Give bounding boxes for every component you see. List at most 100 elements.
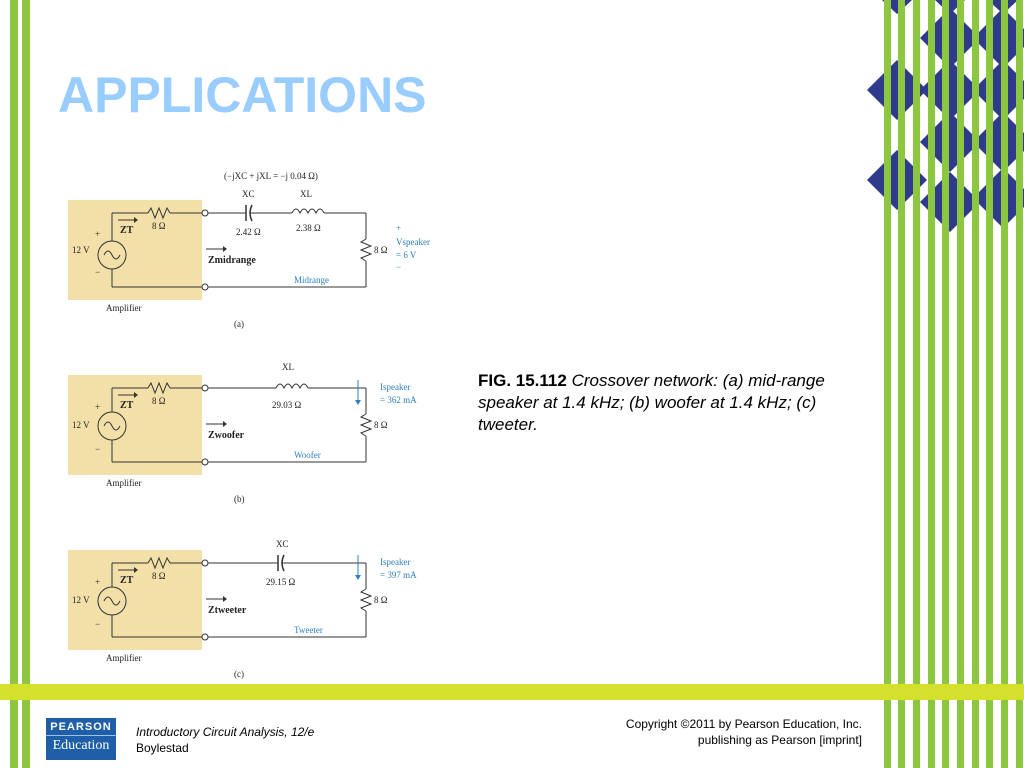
figure-number: FIG. 15.112 [478, 371, 567, 390]
load-value: 8 Ω [374, 595, 388, 605]
z-arrowhead [223, 596, 227, 602]
sine-wave-icon [103, 250, 121, 260]
load-resistor-symbol [359, 238, 373, 262]
source-voltage: 12 V [72, 245, 90, 255]
speaker-label: Woofer [294, 450, 321, 460]
amplifier-box [68, 375, 202, 475]
right-stripe [1001, 0, 1008, 768]
meas-value: = 397 mA [380, 570, 417, 580]
minus-sign: − [95, 619, 100, 629]
load-resistor-symbol [359, 588, 373, 612]
resistor-symbol [147, 206, 171, 220]
resistor-symbol [147, 381, 171, 395]
xc-label: XC [276, 539, 289, 549]
xl-value: 2.38 Ω [296, 223, 321, 233]
right-stripe [942, 0, 949, 768]
plus-sign: + [95, 402, 100, 412]
figure-tag: (c) [234, 669, 244, 679]
inductor-symbol [275, 383, 309, 390]
terminal-node [201, 458, 209, 466]
amplifier-box [68, 200, 202, 300]
zt-label: ZT [120, 225, 134, 236]
minus-sign: − [95, 267, 100, 277]
diamond-shape [867, 60, 927, 120]
terminal-node [201, 559, 209, 567]
logo-divider [46, 735, 116, 736]
speaker-label: Midrange [294, 275, 329, 285]
source-resistor-value: 8 Ω [152, 396, 166, 406]
sine-wave-icon [103, 596, 121, 606]
right-stripe [972, 0, 979, 768]
meas-label: Ispeaker [380, 557, 410, 567]
diamond-shape [867, 150, 927, 210]
right-decoration [867, 0, 1024, 768]
right-stripe [1016, 0, 1023, 768]
meas-minus: − [396, 262, 401, 272]
speaker-label: Tweeter [294, 625, 323, 635]
terminal-node [201, 384, 209, 392]
figure-description: Crossover network: (a) mid-range speaker… [478, 371, 825, 434]
amplifier-label: Amplifier [106, 653, 142, 663]
right-stripe [913, 0, 920, 768]
plus-sign: + [95, 229, 100, 239]
terminal-node [201, 283, 209, 291]
zt-arrowhead [134, 217, 138, 223]
sine-wave-icon [103, 421, 121, 431]
left-stripe-2 [22, 0, 30, 768]
xc-value: 29.15 Ω [266, 577, 296, 587]
amplifier-label: Amplifier [106, 478, 142, 488]
slide-title: APPLICATIONS [58, 67, 427, 123]
source-voltage: 12 V [72, 595, 90, 605]
source-voltage: 12 V [72, 420, 90, 430]
copyright-line-2: publishing as Pearson [imprint] [697, 733, 862, 747]
right-stripe [986, 0, 993, 768]
zt-label: ZT [120, 400, 134, 411]
meas-plus: + [396, 223, 401, 233]
right-stripe [928, 0, 935, 768]
pearson-logo: PEARSON Education [46, 718, 116, 760]
logo-bottom-text: Education [52, 738, 110, 753]
right-stripe [898, 0, 905, 768]
figure-caption: FIG. 15.112 Crossover network: (a) mid-r… [478, 370, 858, 436]
load-value: 8 Ω [374, 420, 388, 430]
terminal-node [201, 633, 209, 641]
book-title: Introductory Circuit Analysis, 12/e [136, 725, 315, 739]
source-resistor-value: 8 Ω [152, 571, 166, 581]
book-author: Boylestad [136, 741, 189, 755]
meas-label: Ispeaker [380, 382, 410, 392]
meas-value: = 6 V [396, 250, 417, 260]
green-stripes [884, 0, 1023, 768]
amplifier-box [68, 550, 202, 650]
current-arrowhead [355, 575, 361, 580]
zt-arrowhead [134, 392, 138, 398]
source-resistor-value: 8 Ω [152, 221, 166, 231]
diamond-shape [973, 8, 1024, 68]
zt-label: ZT [120, 575, 134, 586]
xc-value: 2.42 Ω [236, 227, 261, 237]
circuit-b-woofer: XL ZT 8 Ω + 12 V − Zwoofer 29.03 Ω 8 Ω I… [68, 362, 417, 504]
logo-top-text: PEARSON [50, 721, 112, 733]
minus-sign: − [95, 444, 100, 454]
figure-tag: (a) [234, 319, 244, 329]
diamond-shape [973, 60, 1024, 120]
z-arrowhead [223, 246, 227, 252]
copyright: Copyright ©2011 by Pearson Education, In… [626, 716, 862, 748]
zt-arrowhead [134, 567, 138, 573]
load-resistor-symbol [359, 413, 373, 437]
current-arrowhead [355, 400, 361, 405]
meas-label: Vspeaker [396, 237, 430, 247]
meas-value: = 362 mA [380, 395, 417, 405]
xl-label: XL [300, 189, 312, 199]
plus-sign: + [95, 577, 100, 587]
xc-label: XC [242, 189, 255, 199]
figure-tag: (b) [234, 494, 245, 504]
amplifier-label: Amplifier [106, 303, 142, 313]
right-stripe [884, 0, 891, 768]
circuit-c-tweeter: XC ZT 8 Ω + 12 V − Ztweeter 29.15 Ω 8 Ω … [68, 539, 417, 679]
z-label: Zmidrange [208, 255, 256, 266]
circuit-a-header: (−jXC + jXL = −j 0.04 Ω) [224, 171, 318, 181]
xl-label: XL [282, 362, 294, 372]
book-info: Introductory Circuit Analysis, 12/e Boyl… [136, 724, 314, 756]
right-stripe [957, 0, 964, 768]
left-stripe-1 [10, 0, 18, 768]
